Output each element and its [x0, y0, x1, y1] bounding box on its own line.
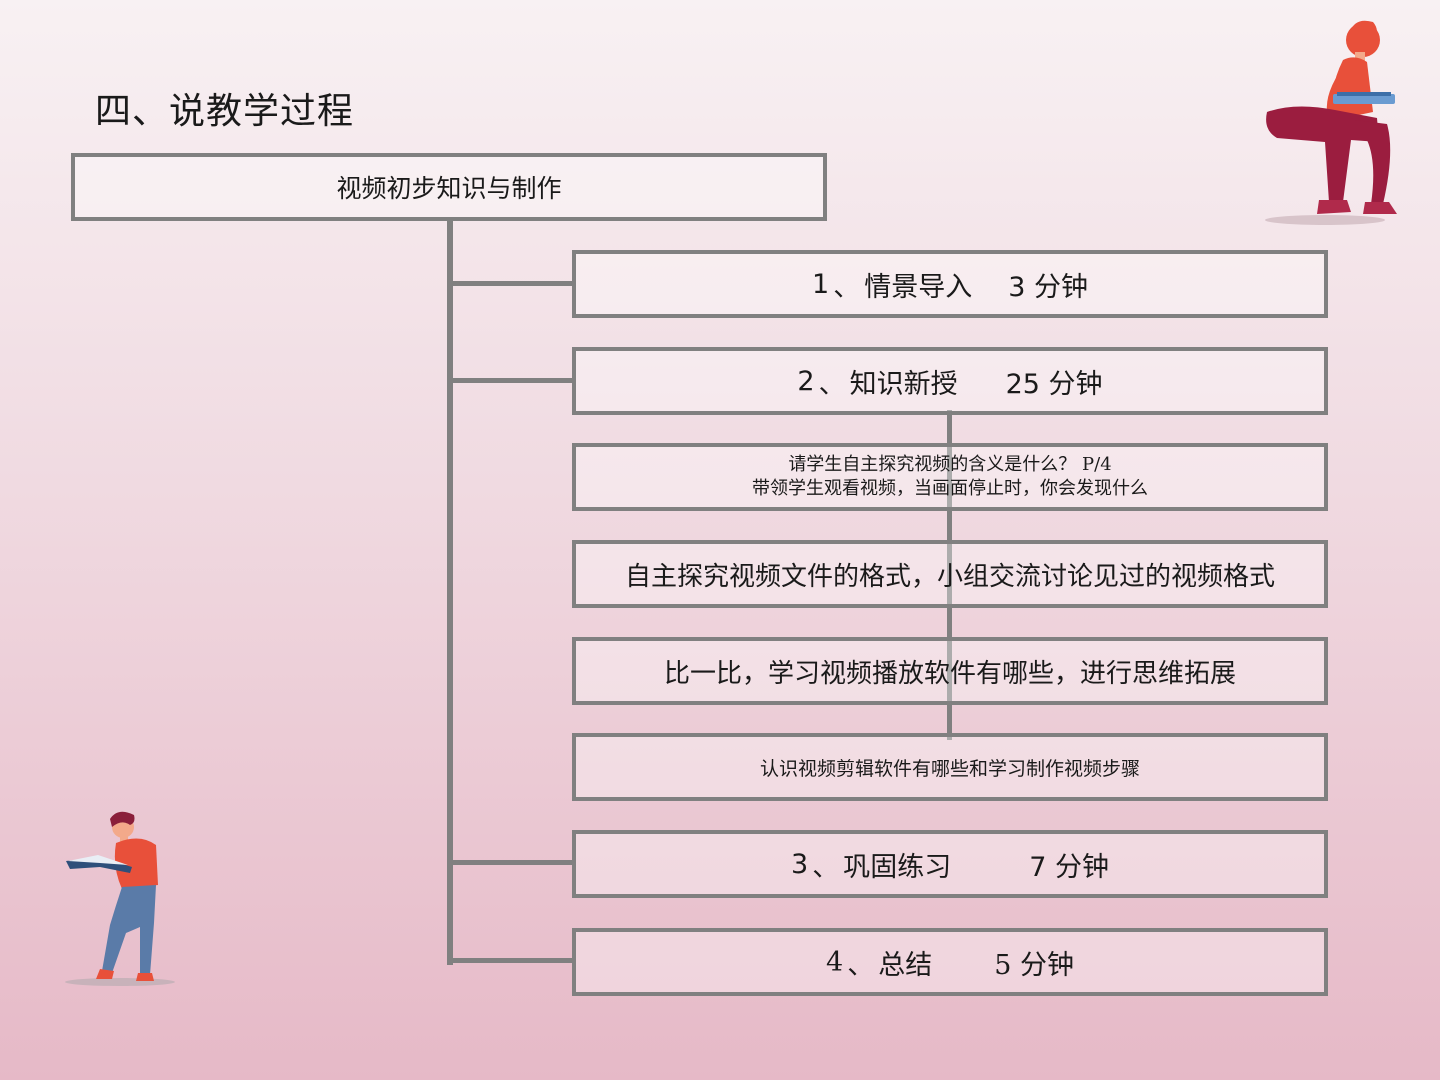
- root-label: 视频初步知识与制作: [336, 174, 562, 203]
- trunk-line: [447, 220, 453, 965]
- step-separator: 、: [833, 271, 861, 303]
- step-name: 总结: [878, 949, 933, 981]
- sub-line-2: 带领学生观看视频，当画面停止时，你会发现什么: [752, 478, 1148, 499]
- step-box-3: 3、巩固练习 7 分钟: [572, 830, 1328, 898]
- step-box-2: 2、知识新授 25 分钟: [572, 347, 1328, 415]
- step-number: 2: [797, 365, 815, 397]
- sub-line-1: 请学生自主探究视频的含义是什么？ P/4: [788, 454, 1112, 475]
- step-time: 5 分钟: [994, 949, 1074, 981]
- person-reading-book-icon: [65, 811, 175, 986]
- sub-connector-line: [947, 410, 952, 740]
- sub-text: 认识视频剪辑软件有哪些和学习制作视频步骤: [759, 757, 1140, 780]
- sub-box-2: 自主探究视频文件的格式，小组交流讨论见过的视频格式: [572, 540, 1328, 608]
- person-sitting-with-laptop-icon: [1265, 20, 1397, 225]
- step-name: 知识新授: [849, 368, 958, 400]
- sub-text: 比一比，学习视频播放软件有哪些，进行思维拓展: [663, 658, 1236, 689]
- step-time: 25 分钟: [1005, 368, 1103, 400]
- sub-box-3: 比一比，学习视频播放软件有哪些，进行思维拓展: [572, 637, 1328, 705]
- step-name: 情景导入: [864, 271, 973, 303]
- step-separator: 、: [812, 851, 840, 883]
- step-number: 4: [826, 946, 844, 978]
- page-title: 四、说教学过程: [95, 91, 355, 132]
- step-time: 3 分钟: [1008, 271, 1088, 303]
- sub-box-4: 认识视频剪辑软件有哪些和学习制作视频步骤: [572, 733, 1328, 801]
- step-box-4: 4、总结 5 分钟: [572, 928, 1328, 996]
- branch-line-2: [447, 378, 574, 383]
- branch-line-3: [447, 860, 574, 865]
- step-box-1: 1、情景导入 3 分钟: [572, 250, 1328, 318]
- sub-text: 自主探究视频文件的格式，小组交流讨论见过的视频格式: [624, 561, 1275, 592]
- step-time: 7 分钟: [1029, 851, 1109, 883]
- step-name: 巩固练习: [843, 851, 952, 883]
- root-box: 视频初步知识与制作: [71, 153, 827, 221]
- step-number: 1: [812, 268, 830, 300]
- sub-box-1: 请学生自主探究视频的含义是什么？ P/4 带领学生观看视频，当画面停止时，你会发…: [572, 443, 1328, 511]
- step-number: 3: [791, 848, 809, 880]
- step-separator: 、: [818, 368, 846, 400]
- branch-line-4: [447, 958, 574, 963]
- step-separator: 、: [847, 949, 875, 981]
- branch-line-1: [447, 281, 574, 286]
